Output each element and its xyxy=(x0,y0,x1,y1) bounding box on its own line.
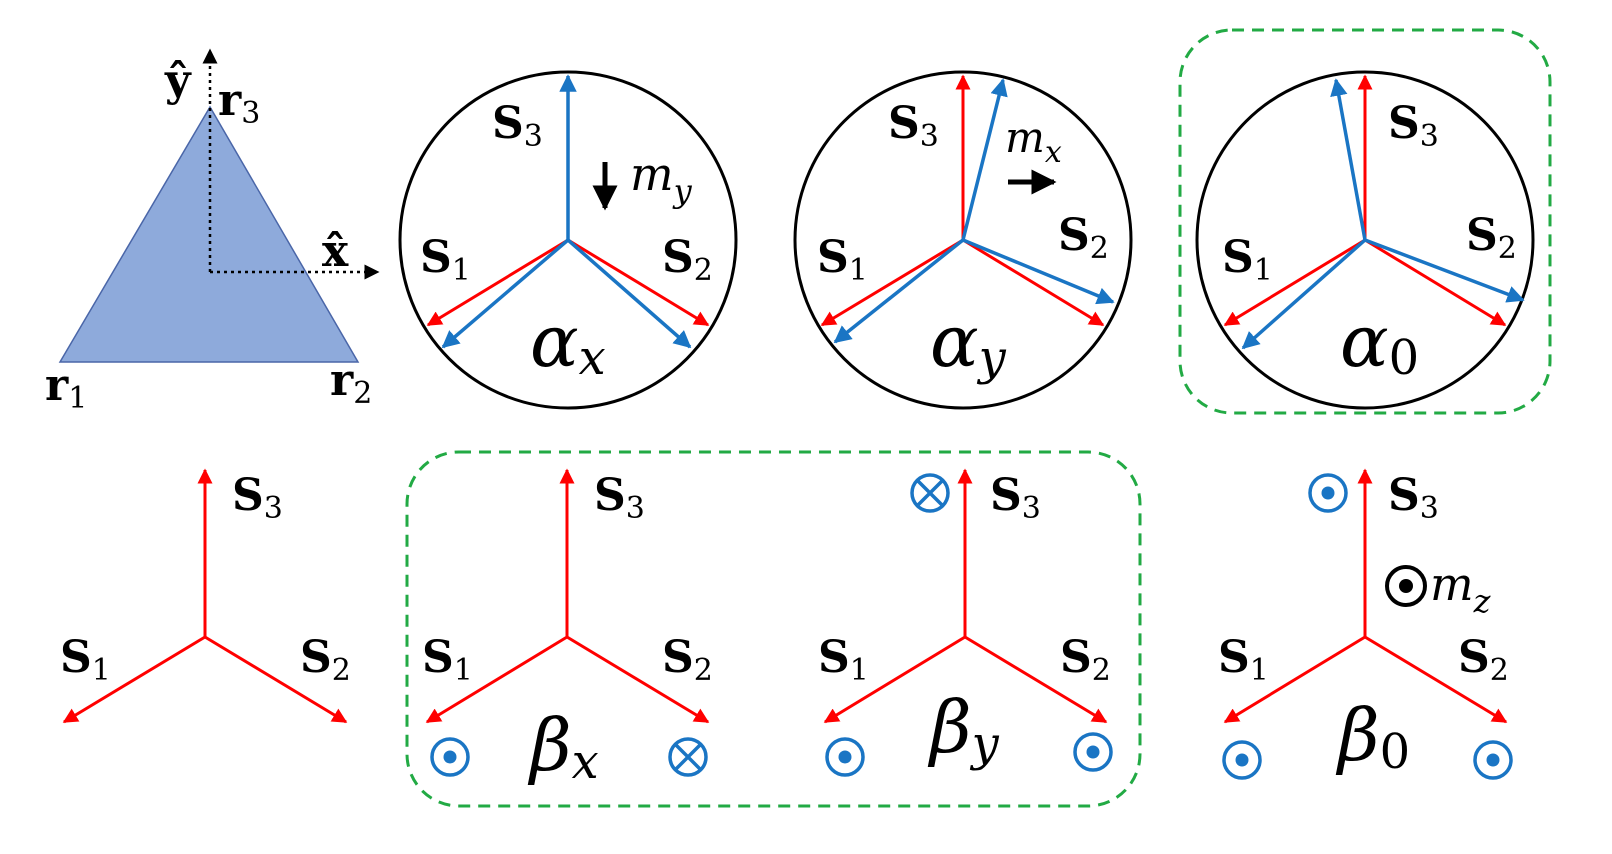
red-spin-s1 xyxy=(1223,635,1366,724)
s2-label: S2 xyxy=(1458,632,1509,688)
s2-label: S2 xyxy=(300,632,351,688)
blue-spin-s1 xyxy=(833,238,965,344)
s3-label: S3 xyxy=(492,98,543,154)
panel-label-beta-y: βy xyxy=(927,685,1000,772)
panel-circle xyxy=(1195,70,1535,410)
s1-label: S1 xyxy=(1218,632,1269,688)
red-spin-s1 xyxy=(823,635,966,724)
blue-spin-s1 xyxy=(441,238,570,349)
blue-spin-s2 xyxy=(566,238,692,349)
panel-beta-0: S3 S1 S2 mz β0 xyxy=(1218,468,1513,780)
blue-spin-s3 xyxy=(1330,78,1367,241)
s3-label: S3 xyxy=(232,470,283,526)
s3-label: S3 xyxy=(594,470,645,526)
moment-label-mx: mx xyxy=(1005,113,1062,170)
into-plane-cross-icon xyxy=(910,473,950,513)
red-spin-s1 xyxy=(426,238,569,327)
moment-label-mz: mz xyxy=(1430,557,1492,620)
panel-circle xyxy=(793,70,1133,410)
y-axis-label: ŷ xyxy=(164,55,192,106)
blue-spin-s2 xyxy=(1364,238,1525,303)
panel-label-alpha-x: αx xyxy=(530,299,606,386)
red-spin-s1 xyxy=(62,635,206,724)
red-spin-s2 xyxy=(1364,635,1508,724)
out-of-plane-dot-icon xyxy=(1222,740,1262,780)
r3-label: r3 xyxy=(218,75,260,131)
s2-label: S2 xyxy=(1466,210,1517,266)
red-spin-s2 xyxy=(566,635,710,724)
panel-beta-y: S3 S1 S2 βy xyxy=(818,468,1113,777)
out-of-plane-dot-icon xyxy=(1073,732,1113,772)
out-of-plane-dot-icon xyxy=(430,737,470,777)
s1-label: S1 xyxy=(1222,232,1273,288)
s1-label: S1 xyxy=(420,232,471,288)
panel-circle xyxy=(398,70,738,410)
red-spin-s2 xyxy=(962,238,1105,327)
r1-label: r1 xyxy=(45,360,87,416)
panel-label-beta-0: β0 xyxy=(1335,693,1410,780)
out-of-plane-dot-icon xyxy=(825,737,865,777)
highlight-box-alpha0 xyxy=(1178,28,1552,415)
blue-spin-s1 xyxy=(1241,238,1367,350)
moment-mz-dot-icon xyxy=(1385,565,1427,607)
red-spin-s1 xyxy=(820,238,964,327)
panel-label-alpha-0: α0 xyxy=(1340,299,1419,386)
s3-label: S3 xyxy=(990,470,1041,526)
s2-label: S2 xyxy=(662,632,713,688)
x-axis-label: x̂ xyxy=(322,226,349,277)
red-spin-s1 xyxy=(1223,238,1366,327)
panel-alpha-0: S3 S1 S2 α0 xyxy=(1178,28,1552,415)
s2-label: S2 xyxy=(1058,210,1109,266)
blue-spin-s3 xyxy=(961,78,1008,241)
s1-label: S1 xyxy=(60,632,111,688)
panel-label-beta-x: βx xyxy=(527,703,599,790)
s1-label: S1 xyxy=(818,632,869,688)
s3-label: S3 xyxy=(1388,98,1439,154)
out-of-plane-dot-icon xyxy=(1308,473,1348,513)
red-spin-s2 xyxy=(567,238,710,327)
red-spin-s2 xyxy=(1364,238,1507,327)
s3-label: S3 xyxy=(888,98,939,154)
red-spin-s2 xyxy=(204,635,348,724)
triangle-panel: ŷ x̂ r3 r1 r2 xyxy=(45,48,380,416)
into-plane-cross-icon xyxy=(668,737,708,777)
s3-label: S3 xyxy=(1388,470,1439,526)
panel-alpha-y: mx S3 S1 S2 αy xyxy=(793,70,1133,410)
panel-label-alpha-y: αy xyxy=(930,299,1007,386)
blue-spin-s2 xyxy=(962,238,1115,305)
out-of-plane-dot-icon xyxy=(1473,740,1513,780)
panel-alpha-x: my S3 S1 S2 αx xyxy=(398,70,738,410)
panel-beta-x: S3 S1 S2 βx xyxy=(422,468,713,790)
panel-plain-triad: S3 S1 S2 xyxy=(60,468,351,724)
s2-label: S2 xyxy=(1060,632,1111,688)
red-spin-s1 xyxy=(425,635,568,724)
r2-label: r2 xyxy=(330,355,372,411)
moment-label-my: my xyxy=(630,147,693,210)
s2-label: S2 xyxy=(662,232,713,288)
s1-label: S1 xyxy=(422,632,473,688)
red-spin-s2 xyxy=(964,635,1108,724)
s1-label: S1 xyxy=(817,232,868,288)
